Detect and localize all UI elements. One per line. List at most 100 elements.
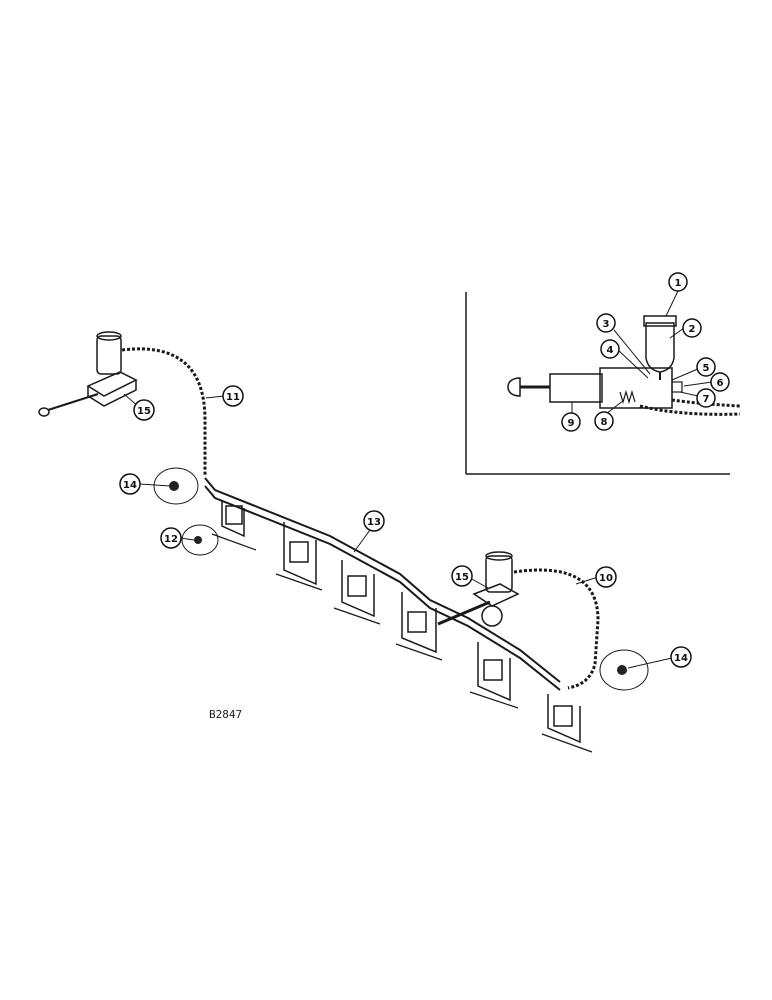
- row-unit-5-bracket: [477, 642, 511, 702]
- row-unit-1-housing: [225, 505, 243, 525]
- leader-15b: [469, 577, 489, 589]
- figure-id: B2847: [209, 708, 242, 721]
- pedal-knob: [38, 407, 50, 417]
- callout-14-right: 14: [670, 646, 692, 668]
- left-reservoir: [96, 335, 122, 375]
- hose-10: [513, 568, 600, 690]
- callout-7-label: 7: [703, 394, 710, 405]
- row-unit-1-bracket: [221, 500, 245, 538]
- row-unit-3-housing: [347, 575, 367, 597]
- push-rod: [47, 393, 99, 411]
- disc-12-hub: [194, 536, 202, 544]
- callout-2-label: 2: [689, 324, 696, 335]
- row-unit-1-bar: [211, 533, 257, 551]
- callout-11-label: 11: [226, 392, 240, 403]
- disc-left-14: [153, 467, 199, 505]
- callout-12: 12: [160, 527, 182, 549]
- row-unit-4-bar: [395, 643, 443, 661]
- disc-left-plate: [153, 467, 199, 505]
- callout-14-right-label: 14: [674, 653, 688, 664]
- callout-9-label: 9: [568, 418, 575, 429]
- right-reservoir: [485, 555, 513, 593]
- callout-5-label: 5: [703, 363, 710, 374]
- callout-15-right-label: 15: [455, 572, 469, 583]
- callouts: 1 2 3 4 5 6 7 8 9 10 11 12 13 14 14 15 1…: [119, 272, 730, 668]
- callout-12-label: 12: [164, 534, 178, 545]
- callout-1-label: 1: [675, 278, 682, 289]
- callout-8: 8: [594, 411, 614, 431]
- row-unit-5: [469, 642, 519, 709]
- callout-1: 1: [668, 272, 688, 292]
- leader-14b: [627, 657, 673, 669]
- disc-right-hub: [617, 665, 627, 675]
- leader-8: [605, 399, 625, 415]
- callout-10-label: 10: [599, 573, 613, 584]
- frame-rail-front: [204, 477, 561, 683]
- row-unit-5-bar: [469, 691, 519, 709]
- callout-6-label: 6: [717, 378, 724, 389]
- row-unit-4-housing: [407, 611, 427, 633]
- callout-14-left: 14: [119, 473, 141, 495]
- row-unit-4-bracket: [401, 592, 437, 654]
- row-unit-2: [275, 522, 323, 591]
- row-unit-3-bar: [333, 607, 381, 625]
- row-unit-6-bar: [541, 733, 593, 753]
- callout-6: 6: [710, 372, 730, 392]
- leader-3: [613, 329, 651, 375]
- row-unit-5-housing: [483, 659, 503, 681]
- cylinder-tube: [549, 373, 603, 403]
- disc-12: [181, 524, 219, 556]
- callout-14-left-label: 14: [123, 480, 137, 491]
- right-master-cylinder: [472, 551, 520, 627]
- callout-11: 11: [222, 385, 244, 407]
- callout-2: 2: [682, 318, 702, 338]
- outlet-fitting: [671, 381, 683, 393]
- leader-11: [205, 395, 225, 399]
- row-unit-6-housing: [553, 705, 573, 727]
- callout-3-label: 3: [603, 319, 610, 330]
- right-mount-base: [472, 583, 520, 607]
- row-unit-2-bracket: [283, 522, 317, 586]
- leader-4: [617, 349, 649, 379]
- leader-12: [179, 537, 195, 541]
- disc-left-hub: [169, 481, 179, 491]
- left-reservoir-cap: [96, 331, 122, 341]
- disc-right-14: [599, 649, 649, 691]
- left-master-cylinder: [38, 331, 138, 417]
- callout-9: 9: [561, 412, 581, 432]
- leader-2: [669, 327, 685, 339]
- row-unit-1: [211, 500, 257, 551]
- callout-15-right: 15: [451, 565, 473, 587]
- callout-4-label: 4: [607, 345, 614, 356]
- callout-13: 13: [363, 510, 385, 532]
- row-unit-6-bracket: [547, 694, 581, 744]
- leader-5: [671, 367, 701, 381]
- leader-1: [665, 290, 679, 317]
- callout-4: 4: [600, 339, 620, 359]
- row-unit-3: [333, 560, 381, 625]
- disc-12-plate: [181, 524, 219, 556]
- leader-7: [679, 391, 699, 397]
- callout-15-left-label: 15: [137, 406, 151, 417]
- right-mount-wheel: [481, 605, 503, 627]
- callout-10: 10: [595, 566, 617, 588]
- leader-10: [575, 576, 599, 585]
- row-unit-3-bracket: [341, 560, 375, 618]
- reservoir: [645, 322, 675, 373]
- cross-link: [437, 600, 491, 626]
- callout-3: 3: [596, 313, 616, 333]
- mount-base-side: [87, 380, 137, 407]
- callout-5: 5: [696, 357, 716, 377]
- mount-base-top: [86, 371, 138, 397]
- fitting-spring: [619, 389, 636, 405]
- row-unit-2-bar: [275, 573, 323, 591]
- callout-7: 7: [696, 388, 716, 408]
- callout-15-left: 15: [133, 399, 155, 421]
- row-unit-2-housing: [289, 541, 309, 563]
- leader-13: [353, 529, 371, 553]
- row-unit-6: [541, 694, 593, 753]
- return-hose: [639, 404, 741, 416]
- reservoir-cap: [643, 315, 677, 327]
- hose-11: [121, 347, 207, 476]
